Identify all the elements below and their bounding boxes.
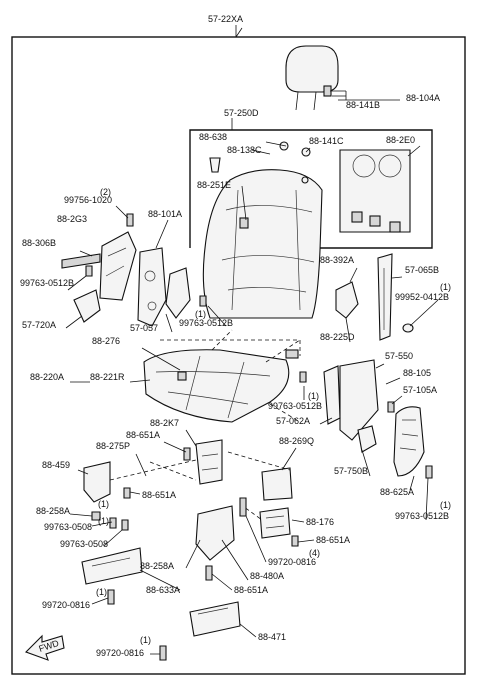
- callout-label: 88-625A: [380, 487, 414, 497]
- callout-label: 88-258A: [36, 506, 70, 516]
- callout-label: 57-250D: [224, 108, 259, 118]
- seat-bracket-center: [195, 439, 223, 485]
- seatback-board: [339, 149, 411, 233]
- callout-label: 88-104A: [406, 93, 440, 103]
- callout-label: 88-105: [403, 368, 431, 378]
- callout-label: 99763-0512B: [179, 318, 233, 328]
- side-hinge-arm: [377, 253, 393, 341]
- headrest: [285, 45, 339, 111]
- slide-rail-rear: [189, 601, 241, 637]
- callout-label: 88-306B: [22, 238, 56, 248]
- callout-label: (1): [308, 391, 319, 401]
- callout-label: 99763-0508: [60, 539, 108, 549]
- fwd-arrow-icon: FWD: [25, 634, 65, 661]
- callout-label: 88-221R: [90, 372, 125, 382]
- callout-label: (4): [309, 548, 320, 558]
- callout-label: (1): [140, 635, 151, 645]
- callout-labels: 88-104A 88-141B 57-250D 88-638 88-138C 8…: [20, 93, 451, 658]
- callout-label: (1): [98, 516, 109, 526]
- callout-label: 88-251E: [197, 180, 231, 190]
- recliner-bracket: [137, 247, 167, 327]
- hinge-cover: [165, 267, 191, 319]
- callout-label: 57-550: [385, 351, 413, 361]
- callout-label: 88-392A: [320, 255, 354, 265]
- callout-label: 88-275P: [96, 441, 130, 451]
- callout-label: (1): [440, 282, 451, 292]
- callout-label: 88-141B: [346, 100, 380, 110]
- callout-label: 99720-0816: [96, 648, 144, 658]
- callout-label: 88-638: [199, 132, 227, 142]
- callout-label: 88-225D: [320, 332, 355, 342]
- callout-label: 99756-1020: [64, 195, 112, 205]
- recliner-knob: [73, 289, 101, 323]
- bolts: [85, 213, 433, 661]
- assembly-number: 57-22XA: [208, 14, 243, 24]
- callout-label: 88-176: [306, 517, 334, 527]
- callout-label: (2): [100, 187, 111, 197]
- seat-bracket-right: [261, 467, 293, 501]
- callout-label: 57-750B: [334, 466, 368, 476]
- seatback-frame: [189, 129, 433, 249]
- seat-side-shield: [339, 359, 379, 441]
- callout-label: 57-105A: [403, 385, 437, 395]
- callout-label: 99763-0512B: [20, 278, 74, 288]
- callout-label: 99763-0508: [44, 522, 92, 532]
- callout-label: 88-480A: [250, 571, 284, 581]
- callout-label: 88-651A: [126, 430, 160, 440]
- seat-adjuster: [259, 507, 291, 539]
- callout-label: 57-065B: [405, 265, 439, 275]
- callout-label: 88-471: [258, 632, 286, 642]
- callout-label: (1): [440, 500, 451, 510]
- callout-label: 57-062A: [276, 416, 310, 426]
- callout-label: 57-057: [130, 323, 158, 333]
- callout-label: 88-2E0: [386, 135, 415, 145]
- assembly-leader: [235, 25, 243, 38]
- seat-cushion: [143, 349, 290, 423]
- seat-bracket-left: [83, 461, 111, 503]
- callout-label: 88-138C: [227, 145, 262, 155]
- lever-knob: [357, 425, 377, 453]
- callout-label: 99763-0512B: [395, 511, 449, 521]
- reclining-lever: [393, 406, 425, 477]
- callout-label: 88-101A: [148, 209, 182, 219]
- slide-rail-link: [195, 505, 235, 561]
- callout-label: (1): [98, 499, 109, 509]
- side-latch: [335, 281, 359, 319]
- callout-label: 88-651A: [316, 535, 350, 545]
- seat-pin: [285, 349, 299, 359]
- callout-label: 88-633A: [146, 585, 180, 595]
- washer: [402, 323, 414, 333]
- callout-label: (1): [96, 587, 107, 597]
- callout-label: 88-276: [92, 336, 120, 346]
- seatback-cushion: [202, 169, 323, 319]
- callout-label: 88-220A: [30, 372, 64, 382]
- callout-label: 88-269Q: [279, 436, 314, 446]
- callout-label: 99720-0816: [42, 600, 90, 610]
- seat-side-trim: [323, 365, 341, 425]
- callout-label: 99952-0412B: [395, 292, 449, 302]
- callout-label: 99763-0512B: [268, 401, 322, 411]
- slide-rail-front: [81, 547, 143, 585]
- side-trim-strip: [61, 253, 101, 269]
- assembly-frame: [11, 36, 466, 675]
- callout-label: (1): [195, 309, 206, 319]
- recliner-cover: [99, 231, 137, 301]
- callout-label: 88-2G3: [57, 214, 87, 224]
- callout-label: 99720-0816: [268, 557, 316, 567]
- callout-label: 88-2K7: [150, 418, 179, 428]
- callout-label: 88-141C: [309, 136, 344, 146]
- callout-label: 88-651A: [142, 490, 176, 500]
- backrest-clips: [209, 141, 311, 184]
- callout-label: 88-459: [42, 460, 70, 470]
- leader-lines: [65, 141, 439, 655]
- callout-label: 57-720A: [22, 320, 56, 330]
- callout-label: 88-651A: [234, 585, 268, 595]
- callout-label: 88-258A: [140, 561, 174, 571]
